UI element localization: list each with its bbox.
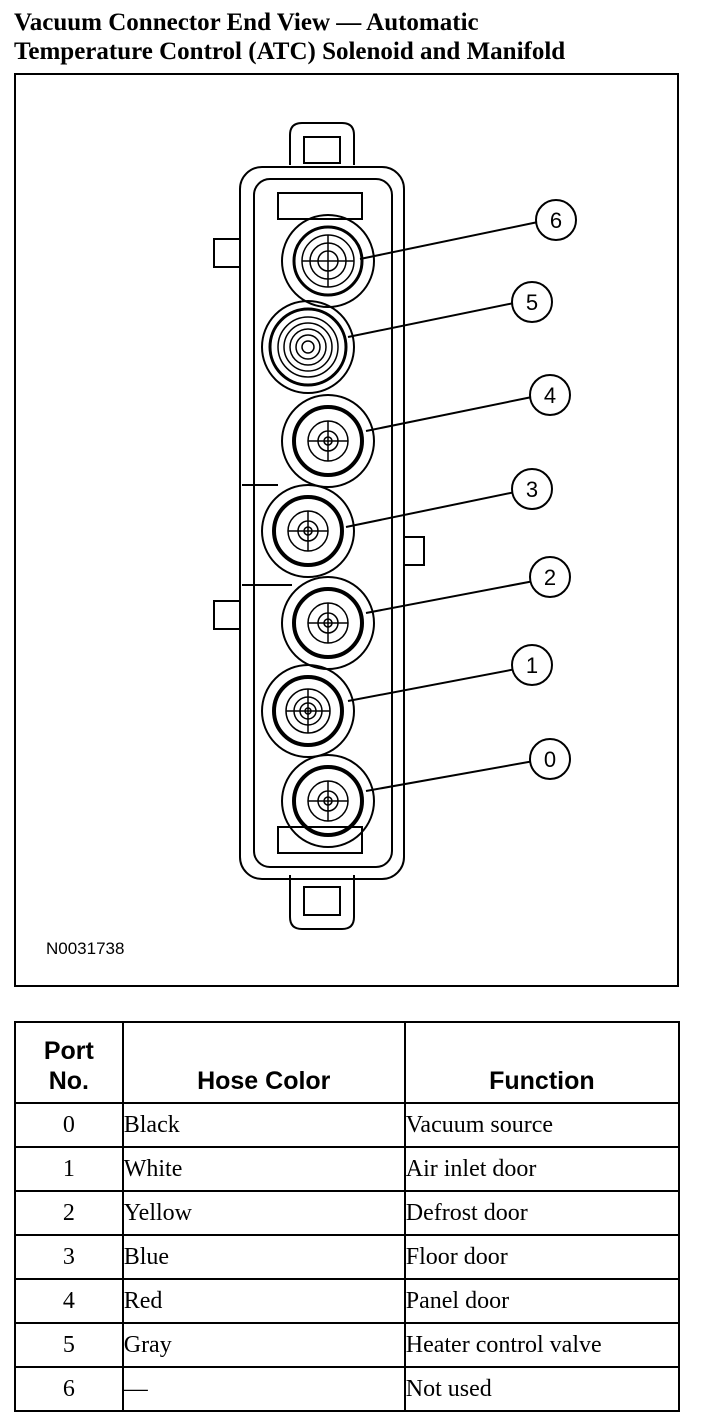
leader-line-2 <box>365 580 535 614</box>
cell-port: 4 <box>14 1278 124 1324</box>
cell-function: Defrost door <box>403 1190 681 1236</box>
cell-function: Air inlet door <box>403 1146 681 1192</box>
leader-line-1 <box>347 668 517 702</box>
callout-label-5: 5 <box>526 290 538 315</box>
bottom-latch-slot <box>303 886 341 916</box>
callout-circle-0 <box>529 738 571 780</box>
table-row: 3 Blue Floor door <box>14 1234 681 1280</box>
header-port-no: Port No. <box>14 1021 124 1104</box>
cell-port: 3 <box>14 1234 124 1280</box>
connector-housing-outer <box>239 166 405 880</box>
bottom-latch-tab <box>289 875 355 930</box>
header-port-line2: No. <box>48 1067 89 1095</box>
leader-line-0 <box>365 760 535 792</box>
table-header-row: Port No. Hose Color Function <box>14 1021 681 1104</box>
top-latch-slot <box>303 136 341 164</box>
port-3 <box>261 484 355 578</box>
cell-hose-color: Red <box>121 1278 406 1324</box>
cell-port: 5 <box>14 1322 124 1368</box>
callout-circle-4 <box>529 374 571 416</box>
title-line-1: Vacuum Connector End View — Automatic <box>14 9 479 36</box>
leader-line-5 <box>347 302 515 338</box>
header-hose-color: Hose Color <box>121 1021 406 1104</box>
top-latch-tab <box>289 122 355 165</box>
connector-housing-inner <box>253 178 393 868</box>
callout-circle-3 <box>511 468 553 510</box>
header-port-line1: Port <box>43 1037 94 1065</box>
cell-port: 6 <box>14 1366 124 1412</box>
table-row: 5 Gray Heater control valve <box>14 1322 681 1368</box>
figure-id: N0031738 <box>46 939 125 958</box>
table-row: 4 Red Panel door <box>14 1278 681 1324</box>
cell-port: 1 <box>14 1146 124 1192</box>
port-2 <box>281 576 375 670</box>
right-key <box>404 536 425 566</box>
cell-function: Heater control valve <box>403 1322 681 1368</box>
cell-hose-color: — <box>121 1366 406 1412</box>
port-5 <box>261 300 355 394</box>
table-row: 6 — Not used <box>14 1366 681 1412</box>
cell-port: 0 <box>14 1102 124 1148</box>
port-4 <box>281 394 375 488</box>
callout-label-4: 4 <box>544 383 556 408</box>
port-0 <box>281 754 375 848</box>
top-inner-bar <box>277 192 363 220</box>
title-line-2: Temperature Control (ATC) Solenoid and M… <box>14 38 566 65</box>
leader-line-4 <box>365 396 533 432</box>
callout-label-2: 2 <box>544 565 556 590</box>
callout-label-0: 0 <box>544 747 556 772</box>
cell-hose-color: Blue <box>121 1234 406 1280</box>
leader-line-6 <box>359 221 539 260</box>
header-function: Function <box>403 1021 681 1104</box>
callout-circle-1 <box>511 644 553 686</box>
page-title: Vacuum Connector End View — Automatic Te… <box>14 8 694 66</box>
callout-circle-2 <box>529 556 571 598</box>
cell-hose-color: Black <box>121 1102 406 1148</box>
table-row: 0 Black Vacuum source <box>14 1102 681 1148</box>
callout-circle-5 <box>511 281 553 323</box>
callout-label-6: 6 <box>550 208 562 233</box>
cell-function: Not used <box>403 1366 681 1412</box>
left-key-upper <box>213 238 240 268</box>
callout-circle-6 <box>535 199 577 241</box>
port-6 <box>281 214 375 308</box>
connector-drawing: 6 5 4 3 2 1 0 <box>213 122 577 930</box>
cell-function: Floor door <box>403 1234 681 1280</box>
callout-label-1: 1 <box>526 653 538 678</box>
cell-hose-color: Gray <box>121 1322 406 1368</box>
cell-function: Panel door <box>403 1278 681 1324</box>
cell-port: 2 <box>14 1190 124 1236</box>
callout-label-3: 3 <box>526 477 538 502</box>
table-row: 1 White Air inlet door <box>14 1146 681 1192</box>
cell-function: Vacuum source <box>403 1102 681 1148</box>
connector-figure: 6 5 4 3 2 1 0 N0031738 <box>14 73 679 987</box>
leader-line-3 <box>345 490 521 528</box>
table-row: 2 Yellow Defrost door <box>14 1190 681 1236</box>
cell-hose-color: Yellow <box>121 1190 406 1236</box>
cell-hose-color: White <box>121 1146 406 1192</box>
bottom-inner-bar <box>277 826 363 854</box>
port-1 <box>261 664 355 758</box>
left-key-lower <box>213 600 240 630</box>
port-table: Port No. Hose Color Function 0 Black Vac… <box>14 1021 681 1412</box>
